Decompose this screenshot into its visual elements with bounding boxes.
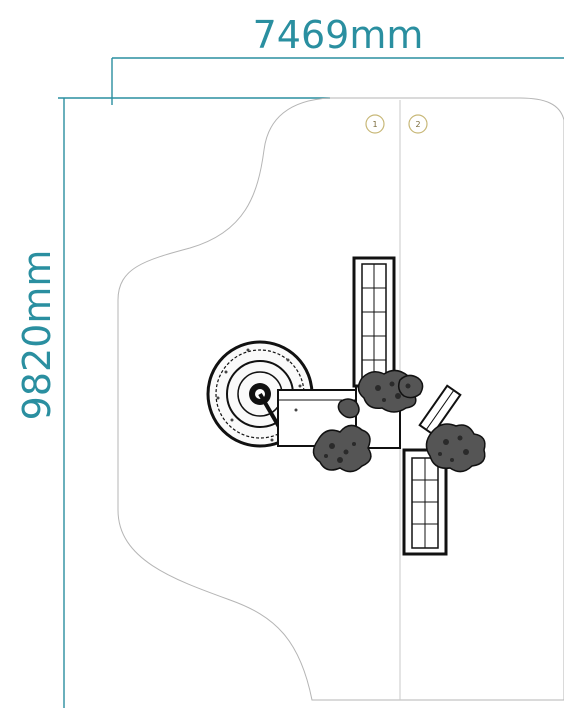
site-boundary [117,97,564,701]
width-dimension: 7469mm [111,13,564,105]
grid-marker-circle [408,114,428,134]
climbing-rocks [312,369,486,473]
grid-marker-1: 1 [365,114,385,134]
diagonal-ramp [418,384,462,436]
height-dimension-label: 9820mm [15,250,59,421]
upper-slide [352,256,396,388]
width-dimension-label: 7469mm [253,13,424,57]
grid-marker-label: 1 [372,120,377,129]
grid-marker-2: 2 [408,114,428,134]
playground-equipment [206,256,486,556]
height-dimension: 9820mm [15,97,330,708]
grid-marker-circle [365,114,385,134]
grid-marker-label: 2 [415,120,420,129]
spiral-texture [216,348,302,442]
